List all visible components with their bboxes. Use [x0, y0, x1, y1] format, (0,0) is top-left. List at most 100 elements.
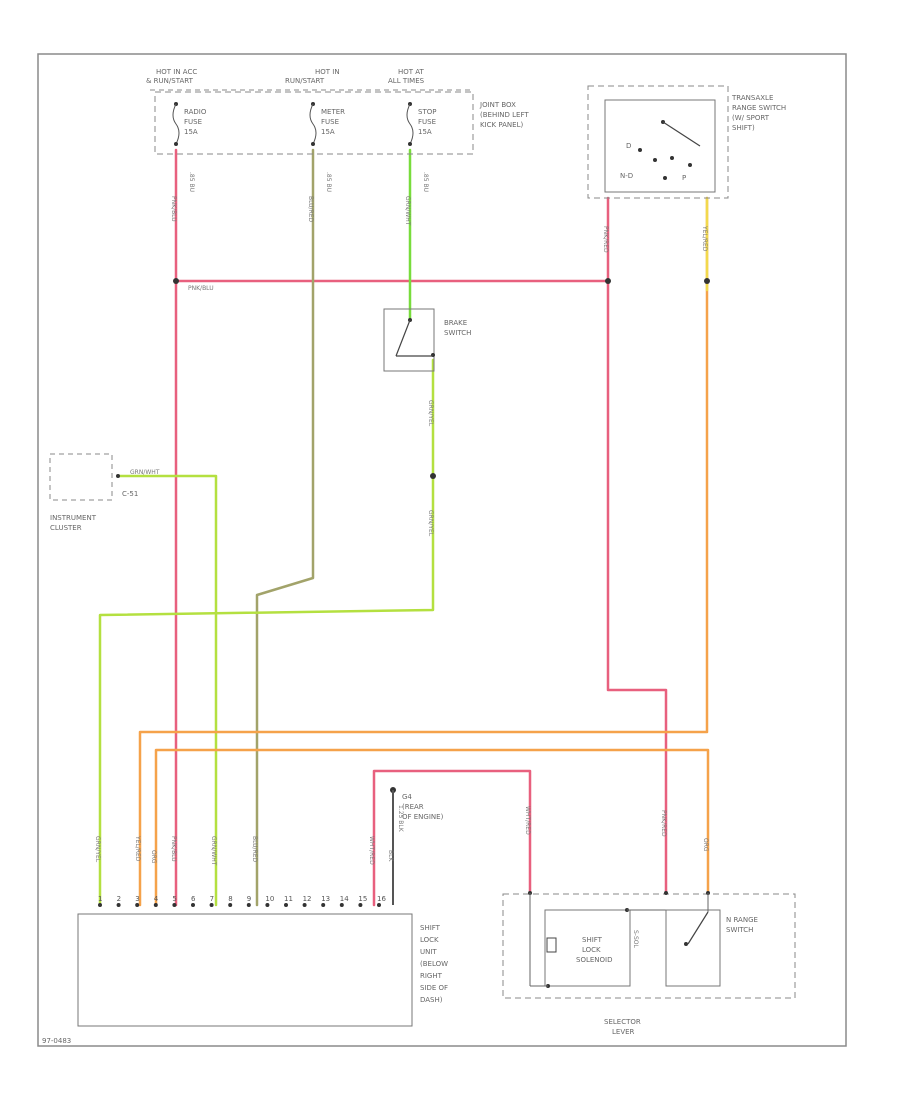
shift-lock-pin-label: 1: [98, 895, 102, 903]
meter-fuse-amps: 15A: [321, 128, 335, 136]
joint-box-label-1: JOINT BOX: [479, 101, 516, 109]
wire-label-pin4: ORG: [150, 850, 157, 864]
wire-label-cluster: GRN/WHT: [130, 469, 160, 476]
hot-label-all-sub: ALL TIMES: [388, 77, 425, 85]
shift-lock-pin-dot: [246, 903, 251, 907]
splices: [173, 278, 710, 793]
wire-label-stop-gauge: .85 BU: [422, 172, 429, 192]
wire-label-radio: PNK/BLU: [170, 196, 177, 222]
shift-lock-pin-label: 2: [117, 895, 121, 903]
shift-lock-pin-dot: [116, 903, 121, 907]
shift-lock-pin-label: 11: [284, 895, 293, 903]
wire-label-transaxle-left: PNK/RED: [602, 226, 609, 253]
wire-label-meter-gauge: .85 BU: [325, 172, 332, 192]
shift-lock-pin-label: 6: [191, 895, 196, 903]
shift-lock-pin-dot: [265, 903, 270, 907]
wire-label-pin16: BLK: [387, 850, 394, 862]
solenoid-label-2: LOCK: [582, 946, 601, 954]
wire-label-meter: BLU/RED: [307, 196, 314, 223]
joint-box: HOT IN ACC & RUN/START HOT IN RUN/START …: [146, 68, 529, 155]
wire-labels: PNK/BLU .85 BU BLU/RED .85 BU GRN/WHT .8…: [94, 172, 709, 866]
solenoid-label-1: SHIFT: [582, 936, 603, 944]
shift-lock-label-4: (BELOW: [420, 960, 448, 968]
stop-fuse-name: STOP: [418, 108, 436, 116]
wire-brake-out: [98, 358, 435, 907]
shift-lock-label-1: SHIFT: [420, 924, 441, 932]
transaxle-switch-outline: [587, 85, 729, 199]
shift-lock-label-3: UNIT: [420, 948, 437, 956]
wire-label-stop: GRN/WHT: [404, 196, 411, 226]
shift-lock-pin-dot: [377, 903, 381, 907]
brake-switch-label-2: SWITCH: [444, 329, 471, 337]
wire-label-brake-splice: GRN/YEL: [427, 400, 434, 427]
wire-ground-loop: [372, 769, 532, 907]
shift-lock-pin-label: 10: [265, 895, 274, 903]
selector-lever: SHIFT LOCK SOLENOID S-SOL N RANGE SWITCH…: [502, 891, 796, 1036]
splice-brake: [430, 473, 436, 479]
ground-g4: G4 (REAR OF ENGINE): [392, 790, 444, 905]
selector-lever-label-2: LEVER: [612, 1028, 635, 1036]
wire-label-pin1: GRN/YEL: [94, 836, 101, 863]
stop-fuse-amps: 15A: [418, 128, 432, 136]
meter-fuse-name: METER: [321, 108, 345, 116]
solenoid-label-3: SOLENOID: [576, 956, 612, 964]
hot-label-all: HOT AT: [398, 68, 425, 76]
shift-lock-pin-dot: [153, 903, 158, 907]
wire-label-pin7: GRN/WHT: [210, 836, 217, 866]
cluster-label-2: CLUSTER: [50, 524, 82, 532]
wire-label-transaxle-right: YEL/RED: [701, 225, 708, 252]
n-range-switch-box: [665, 909, 721, 987]
wire-orange-lever: [154, 748, 710, 907]
shift-lock-pin-dot: [191, 903, 195, 907]
shift-lock-pin-dot: [284, 903, 288, 907]
transaxle-pin-d: D: [626, 142, 631, 150]
shift-lock-pin-label: 9: [247, 895, 251, 903]
shift-lock-pin-label: 3: [135, 895, 139, 903]
brake-switch-box: [383, 308, 435, 372]
brake-switch: BRAKE SWITCH: [383, 308, 471, 372]
wire-label-pin15: WHT/RED: [368, 836, 375, 865]
radio-fuse-name: RADIO: [184, 108, 207, 116]
wire-label-solenoid: WHT/RED: [524, 806, 531, 835]
shift-lock-pin-dot: [135, 903, 140, 907]
hot-label-acc-sub: & RUN/START: [146, 77, 194, 85]
shift-lock-pin-label: 4: [154, 895, 159, 903]
n-range-label-1: N RANGE: [726, 916, 758, 924]
shift-lock-label-5: RIGHT: [420, 972, 443, 980]
shift-lock-pin-label: 14: [340, 895, 349, 903]
joint-box-label-3: KICK PANEL): [480, 121, 523, 129]
transaxle-pin-p: P: [682, 174, 686, 182]
shift-lock-pin-label: 8: [228, 895, 232, 903]
wire-label-splice-down: GRN/YEL: [427, 510, 434, 537]
shift-lock-label-7: DASH): [420, 996, 443, 1004]
hot-label-run: HOT IN: [315, 68, 340, 76]
shift-lock-pin-label: 15: [358, 895, 367, 903]
instrument-cluster-box: [49, 453, 113, 501]
diagram-frame: [37, 53, 847, 1047]
wire-label-pink-horizontal: PNK/BLU: [188, 285, 214, 292]
wire-label-radio-gauge: .85 BU: [188, 172, 195, 192]
shift-lock-label-6: SIDE OF: [420, 984, 448, 992]
stop-fuse-word: FUSE: [418, 118, 436, 126]
radio-fuse-word: FUSE: [184, 118, 202, 126]
stop-fuse: STOP FUSE 15A: [406, 102, 436, 146]
shift-lock-pin-dot: [302, 903, 307, 907]
transaxle-pin-nd: N-D: [620, 172, 633, 180]
wire-label-ground-gauge: 1.25 BLK: [397, 805, 404, 833]
splice-yellow: [704, 278, 710, 284]
transaxle-label-1: TRANSAXLE: [731, 94, 773, 102]
ground-label-3: OF ENGINE): [402, 813, 444, 821]
transaxle-label-2: RANGE SWITCH: [732, 104, 786, 112]
meter-fuse-word: FUSE: [321, 118, 339, 126]
wire-label-pin3: YEL/RED: [134, 835, 141, 862]
transaxle-range-switch: D N-D P TRANSAXLE RANGE SWITCH (W/ SPORT…: [587, 85, 786, 199]
splice-radio: [173, 278, 179, 284]
wire-label-lever-pink: PNK/RED: [660, 810, 667, 837]
shift-lock-solenoid-box: [544, 909, 631, 987]
shift-lock-pin-dot: [228, 903, 233, 907]
radio-fuse-amps: 15A: [184, 128, 198, 136]
wire-cluster: [116, 474, 218, 907]
cluster-connector: C-51: [122, 490, 138, 498]
brake-switch-label-1: BRAKE: [444, 319, 467, 327]
